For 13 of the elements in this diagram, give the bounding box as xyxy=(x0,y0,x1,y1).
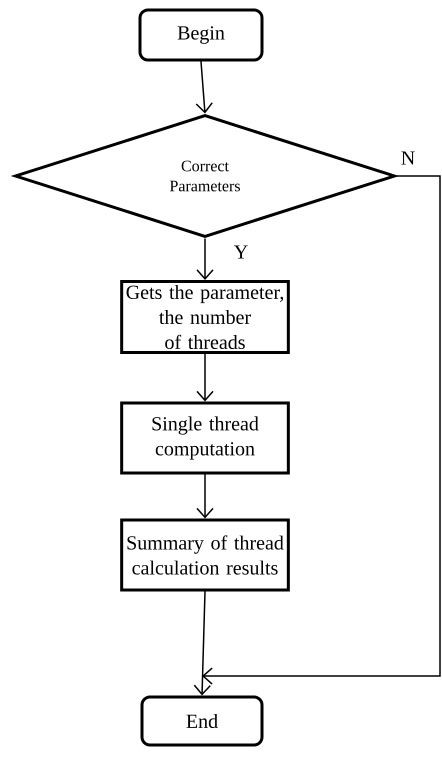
arrow xyxy=(194,591,211,696)
arrow xyxy=(202,175,441,685)
terminal-box: Begin xyxy=(138,8,264,62)
process-box: Single thread computation xyxy=(120,402,290,474)
terminal-box: End xyxy=(140,696,264,746)
arrow xyxy=(196,238,214,280)
process-box: Summary of thread calculation results xyxy=(120,518,290,592)
arrow xyxy=(196,474,214,518)
arrow xyxy=(196,354,214,402)
process-box: Gets the parameter, the number of threads xyxy=(120,280,290,354)
edge-label: Y xyxy=(234,245,248,259)
edge-label: N xyxy=(401,151,415,165)
arrow xyxy=(196,61,213,114)
